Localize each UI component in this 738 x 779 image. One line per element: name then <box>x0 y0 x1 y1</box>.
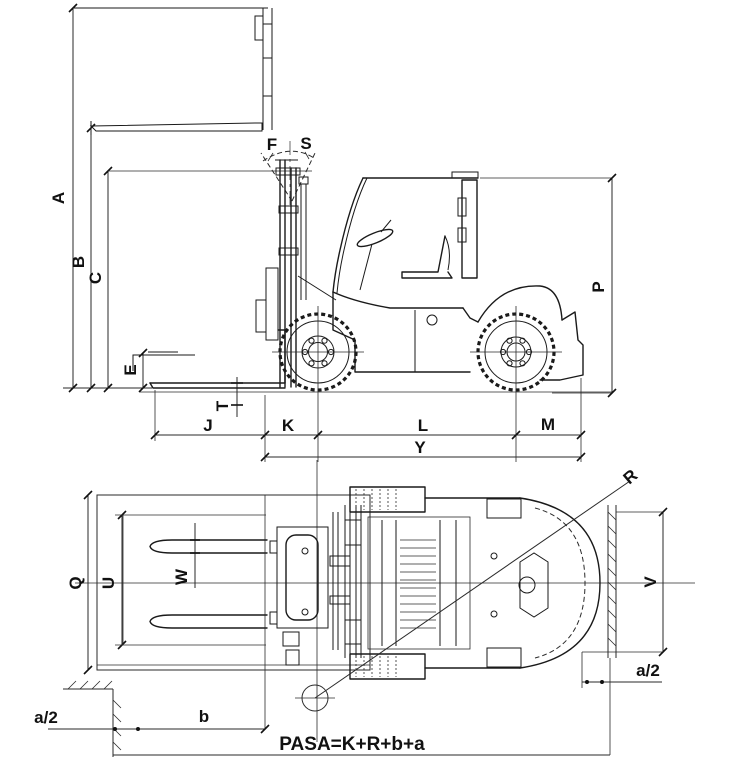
dim-label-t: T <box>213 400 232 411</box>
aisle-formula: PASA=K+R+b+a <box>279 734 425 755</box>
dim-label-k: K <box>282 416 295 435</box>
dim-label-b-load: b <box>199 707 209 726</box>
dim-label-a: A <box>49 192 68 204</box>
dim-label-q: Q <box>66 576 85 589</box>
dim-label-a-half-right: a/2 <box>636 661 660 680</box>
dimension-labels: A B C E F S T J K L M Y P Q U W R V a/2 … <box>34 134 660 755</box>
dim-label-f: F <box>267 135 277 154</box>
top-view-forklift <box>269 480 631 712</box>
dim-label-r: R <box>620 466 642 488</box>
dim-label-u: U <box>99 577 118 589</box>
dim-label-e: E <box>121 364 140 375</box>
aisle-walls-and-formula <box>48 505 668 757</box>
dim-label-j: J <box>203 416 212 435</box>
dim-label-v: V <box>641 576 660 588</box>
dim-label-m: M <box>541 415 555 434</box>
dim-label-c: C <box>86 272 105 284</box>
dim-label-b-height: B <box>69 256 88 268</box>
dim-label-y: Y <box>414 438 426 457</box>
top-view-dimensions <box>75 460 695 742</box>
dim-label-a-half-left: a/2 <box>34 708 58 727</box>
dim-label-l: L <box>418 416 428 435</box>
dim-label-w: W <box>172 568 191 585</box>
dim-label-p: P <box>589 281 608 292</box>
side-view-forklift <box>132 159 584 398</box>
dim-label-s: S <box>300 134 311 153</box>
side-view-dimensions <box>63 3 617 462</box>
